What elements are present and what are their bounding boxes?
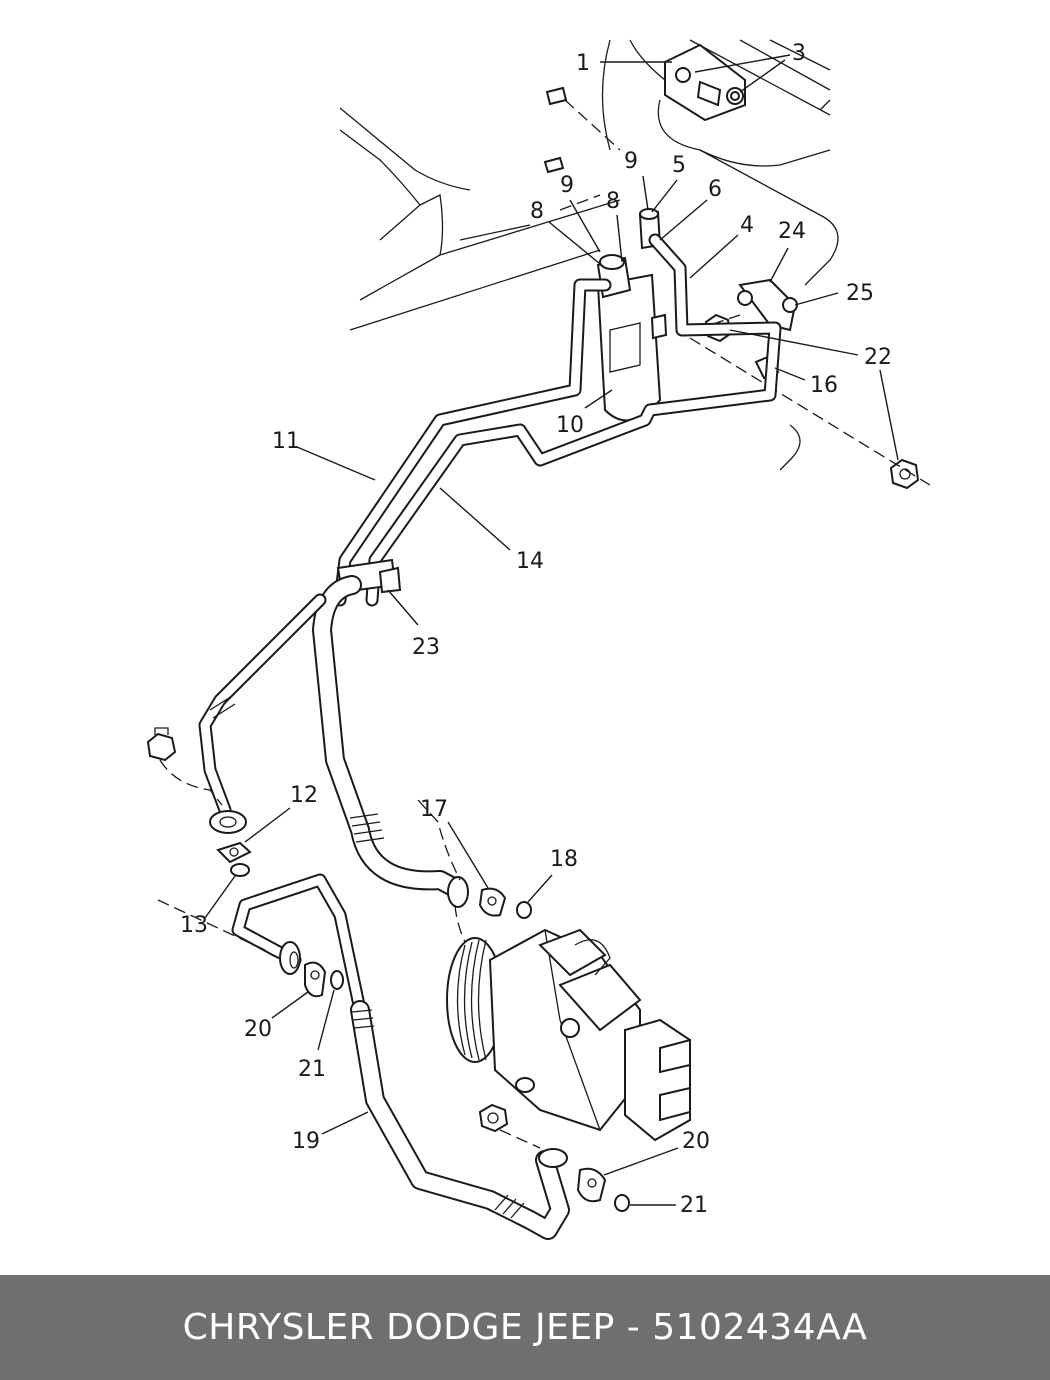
callout-17: 17 xyxy=(420,797,448,822)
callout-13: 13 xyxy=(180,913,208,938)
callout-21-lower: 21 xyxy=(680,1193,708,1218)
callout-3: 3 xyxy=(792,41,806,66)
nut-12-alignment-line xyxy=(159,759,223,806)
callout-leader-lines xyxy=(204,54,899,1206)
gasket-20-lower xyxy=(576,1167,607,1203)
callout-12: 12 xyxy=(290,783,318,808)
suction-hose xyxy=(312,575,465,898)
callout-4: 4 xyxy=(740,213,754,238)
o-ring-21-upper xyxy=(330,970,344,990)
gasket-12 xyxy=(216,841,252,864)
callout-10: 10 xyxy=(556,413,584,438)
callout-21-upper: 21 xyxy=(298,1057,326,1082)
line-12-tube xyxy=(198,593,327,817)
line-19-lower-fitting xyxy=(538,1148,568,1168)
callout-6: 6 xyxy=(708,177,722,202)
o-ring-13 xyxy=(230,863,250,877)
stud-upper xyxy=(545,86,568,106)
callout-9-left: 9 xyxy=(560,173,574,198)
callout-18: 18 xyxy=(550,847,578,872)
callout-25: 25 xyxy=(846,281,874,306)
callout-23: 23 xyxy=(412,635,440,660)
nut-alignment-line xyxy=(689,337,931,486)
stud-alignment-line xyxy=(564,99,621,151)
nut-22-lower xyxy=(889,458,920,490)
nut-lower xyxy=(478,1103,509,1133)
callout-8-left: 8 xyxy=(530,199,544,224)
gasket-20-upper xyxy=(304,961,327,998)
callout-20-lower: 20 xyxy=(682,1129,710,1154)
o-ring-21-lower xyxy=(614,1194,630,1212)
callout-24: 24 xyxy=(778,219,806,244)
suction-alignment-line xyxy=(417,799,461,881)
discharge-line-19-tube xyxy=(231,873,367,1017)
gasket-17 xyxy=(478,887,507,917)
expansion-valve-block xyxy=(664,43,746,122)
callout-22: 22 xyxy=(864,345,892,370)
callout-16: 16 xyxy=(810,373,838,398)
line-19-fitting xyxy=(279,941,301,975)
line-12-fitting xyxy=(209,810,247,834)
ac-plumbing-exploded-diagram: 1 3 9 5 9 6 8 8 4 24 25 22 16 10 11 14 2… xyxy=(146,39,931,1240)
stud-lower xyxy=(543,156,565,174)
stud-alignment-line-2 xyxy=(559,194,601,211)
nut-lower-alignment-line xyxy=(499,1129,541,1149)
callout-11: 11 xyxy=(272,429,300,454)
callout-20-upper: 20 xyxy=(244,1017,272,1042)
o-ring-18 xyxy=(516,901,532,919)
callout-19: 19 xyxy=(292,1129,320,1154)
nut-12 xyxy=(146,727,177,762)
discharge-hose-19 xyxy=(350,1000,570,1240)
callout-14: 14 xyxy=(516,549,544,574)
footer-title: CHRYSLER DODGE JEEP - 5102434AA xyxy=(182,1307,868,1348)
ac-compressor xyxy=(446,928,691,1142)
callout-5: 5 xyxy=(672,153,686,178)
callout-1: 1 xyxy=(576,51,590,76)
liquid-line-14 xyxy=(365,233,782,607)
line-19-alignment-line xyxy=(157,899,266,951)
callout-9-right: 9 xyxy=(624,149,638,174)
footer-banner: CHRYSLER DODGE JEEP - 5102434AA xyxy=(0,1275,1050,1380)
callout-8-right: 8 xyxy=(606,189,620,214)
suction-fitting xyxy=(447,876,469,908)
body-panel-outline xyxy=(339,39,839,471)
